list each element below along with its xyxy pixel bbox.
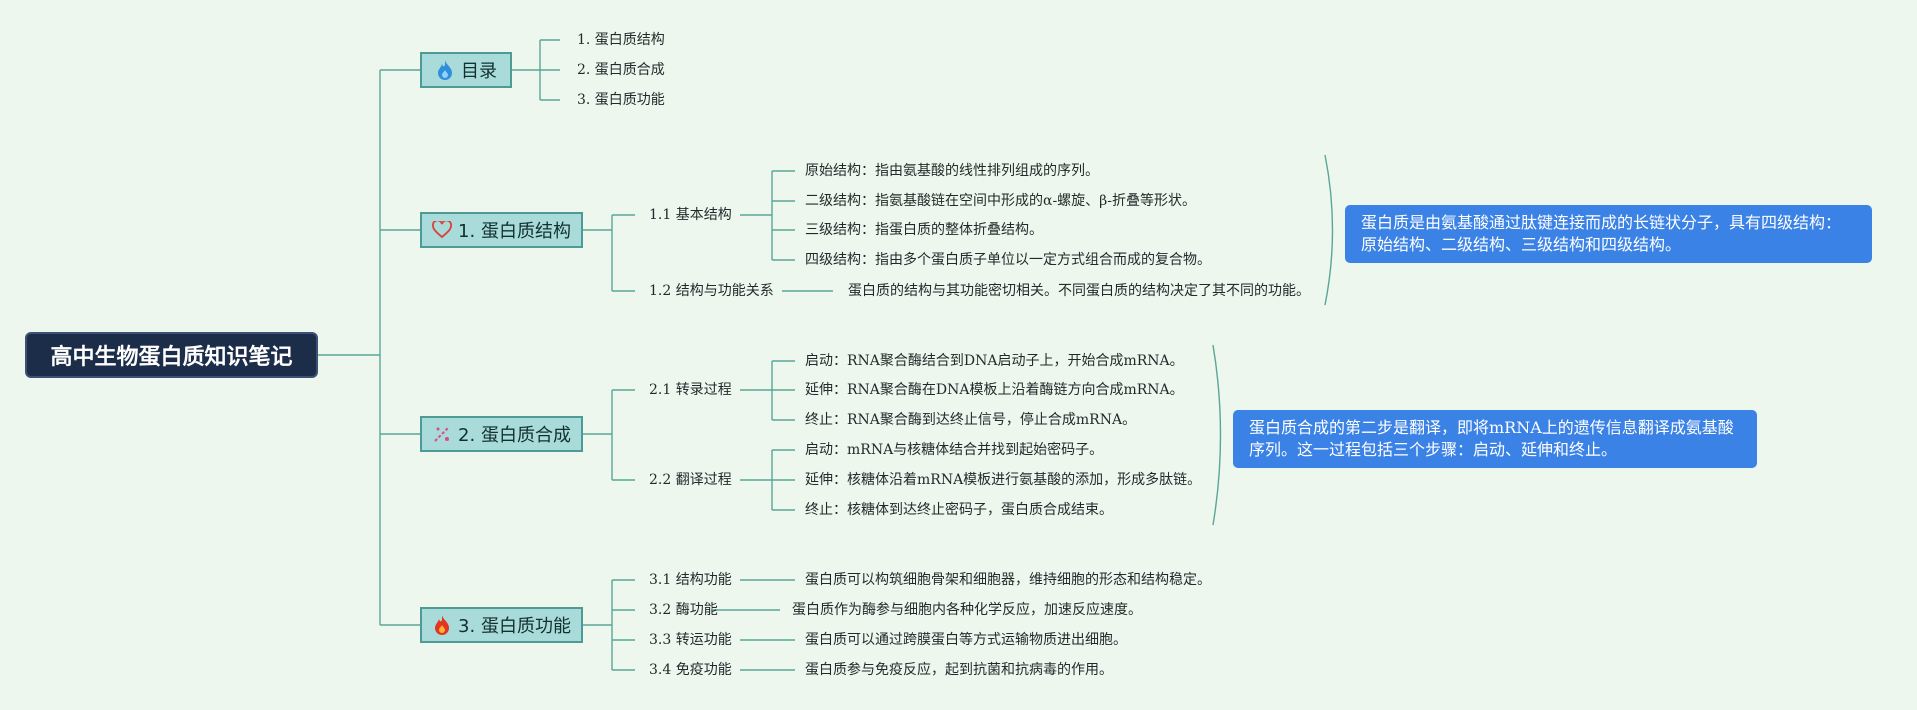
sparkle-icon: [432, 423, 452, 445]
sub-node-function[interactable]: 3.1 结构功能: [649, 572, 732, 588]
leaf-item[interactable]: 启动：RNA聚合酶结合到DNA启动子上，开始合成mRNA。: [805, 353, 1184, 369]
fire-icon: [432, 614, 452, 636]
leaf-item[interactable]: 延伸：RNA聚合酶在DNA模板上沿着酶链方向合成mRNA。: [805, 382, 1184, 398]
leaf-item[interactable]: 蛋白质的结构与其功能密切相关。不同蛋白质的结构决定了其不同的功能。: [848, 283, 1310, 299]
leaf-item[interactable]: 启动：mRNA与核糖体结合并找到起始密码子。: [805, 442, 1104, 458]
sub-node-basic-structure[interactable]: 1.1 基本结构: [649, 207, 732, 223]
heart-icon: [432, 219, 453, 241]
main-node-toc[interactable]: 目录: [420, 52, 512, 88]
root-node[interactable]: 高中生物蛋白质知识笔记: [25, 332, 318, 378]
toc-item[interactable]: 1. 蛋白质结构: [577, 32, 665, 48]
summary-synthesis[interactable]: 蛋白质合成的第二步是翻译，即将mRNA上的遗传信息翻译成氨基酸序列。这一过程包括…: [1233, 410, 1757, 468]
leaf-item[interactable]: 二级结构：指氨基酸链在空间中形成的α-螺旋、β-折叠等形状。: [805, 193, 1197, 209]
leaf-item[interactable]: 四级结构：指由多个蛋白质子单位以一定方式组合而成的复合物。: [805, 252, 1211, 268]
main-node-synthesis[interactable]: 2. 蛋白质合成: [420, 416, 583, 452]
leaf-item[interactable]: 蛋白质可以构筑细胞骨架和细胞器，维持细胞的形态和结构稳定。: [805, 572, 1211, 588]
sub-node-function[interactable]: 3.4 免疫功能: [649, 662, 732, 678]
leaf-item[interactable]: 延伸：核糖体沿着mRNA模板进行氨基酸的添加，形成多肽链。: [805, 472, 1202, 488]
main-node-label: 3. 蛋白质功能: [458, 616, 571, 637]
leaf-item[interactable]: 终止：RNA聚合酶到达终止信号，停止合成mRNA。: [805, 412, 1137, 428]
main-node-function[interactable]: 3. 蛋白质功能: [420, 607, 583, 643]
leaf-item[interactable]: 蛋白质可以通过跨膜蛋白等方式运输物质进出细胞。: [805, 632, 1127, 648]
leaf-item[interactable]: 三级结构：指蛋白质的整体折叠结构。: [805, 222, 1043, 238]
toc-item[interactable]: 3. 蛋白质功能: [577, 92, 665, 108]
leaf-item[interactable]: 蛋白质作为酶参与细胞内各种化学反应，加速反应速度。: [792, 602, 1142, 618]
toc-item[interactable]: 2. 蛋白质合成: [577, 62, 665, 78]
main-node-label: 2. 蛋白质合成: [458, 425, 571, 446]
sub-node-translation[interactable]: 2.2 翻译过程: [649, 472, 732, 488]
summary-structure[interactable]: 蛋白质是由氨基酸通过肽键连接而成的长链状分子，具有四级结构：原始结构、二级结构、…: [1345, 205, 1872, 263]
main-node-structure[interactable]: 1. 蛋白质结构: [420, 212, 583, 248]
fire-icon: [435, 59, 455, 81]
sub-node-structure-function[interactable]: 1.2 结构与功能关系: [649, 283, 774, 299]
leaf-item[interactable]: 原始结构：指由氨基酸的线性排列组成的序列。: [805, 163, 1099, 179]
leaf-item[interactable]: 蛋白质参与免疫反应，起到抗菌和抗病毒的作用。: [805, 662, 1113, 678]
main-node-label: 1. 蛋白质结构: [458, 221, 571, 242]
sub-node-transcription[interactable]: 2.1 转录过程: [649, 382, 732, 398]
sub-node-function[interactable]: 3.2 酶功能: [649, 602, 718, 618]
sub-node-function[interactable]: 3.3 转运功能: [649, 632, 732, 648]
leaf-item[interactable]: 终止：核糖体到达终止密码子，蛋白质合成结束。: [805, 502, 1113, 518]
main-node-label: 目录: [461, 61, 497, 82]
